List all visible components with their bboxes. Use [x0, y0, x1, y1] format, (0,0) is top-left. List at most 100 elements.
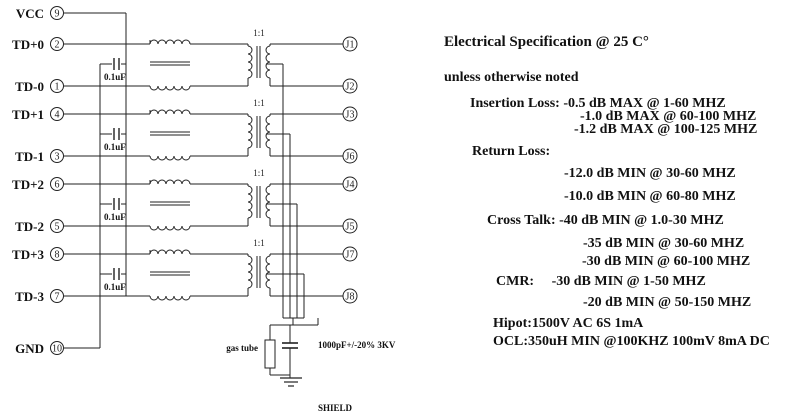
winding: [265, 115, 271, 149]
filter-cap-label: 0.1uF: [104, 142, 126, 152]
pin-label: TD+2: [12, 177, 44, 192]
output-j7: J7: [342, 246, 358, 262]
wiring: [64, 12, 319, 378]
channel-2: 0.1uF 1:1: [64, 168, 343, 318]
gas-tube-label: gas tube: [226, 343, 258, 353]
ocl-spec: OCL:350uH MIN @100KHZ 100mV 8mA DC: [493, 334, 770, 349]
pin-label: VCC: [16, 6, 44, 21]
winding: [247, 115, 253, 149]
pin-label: TD+0: [12, 37, 44, 52]
filter-cap-label: 0.1uF: [104, 72, 126, 82]
pin-label: TD+3: [12, 247, 44, 262]
pin-circle: [50, 37, 64, 51]
pin-circle: [50, 341, 64, 355]
output-j1: J1: [342, 36, 358, 52]
winding: [247, 255, 253, 289]
output-label: J5: [346, 222, 355, 233]
cross-talk-line-1: Cross Talk: -40 dB MIN @ 1.0-30 MHZ: [487, 213, 724, 228]
pin-tdplus3: TD+3 8: [12, 247, 64, 262]
winding: [149, 179, 191, 185]
pin-circle: [50, 6, 64, 20]
pin-circle: [50, 107, 64, 121]
cross-talk-line-2: -35 dB MIN @ 30-60 MHZ: [583, 236, 745, 251]
output-label: J4: [346, 180, 355, 191]
spec-title: Electrical Specification @ 25 C°: [444, 34, 649, 50]
shield-label: SHIELD: [318, 403, 353, 413]
pin-tdplus1: TD+1 4: [12, 107, 64, 122]
winding: [149, 225, 191, 231]
ratio-label: 1:1: [253, 98, 265, 108]
winding: [149, 109, 191, 115]
filter-cap-label: 0.1uF: [104, 212, 126, 222]
output-j5: J5: [342, 218, 358, 234]
insertion-loss-line-1: Insertion Loss: -0.5 dB MAX @ 1-60 MHZ: [470, 96, 726, 111]
hv-capacitor-label: 1000pF+/-20% 3KV: [318, 340, 396, 350]
cmr-line-2: -20 dB MIN @ 50-150 MHZ: [583, 295, 752, 310]
winding: [149, 39, 191, 45]
return-loss-line-2: -10.0 dB MIN @ 60-80 MHZ: [564, 189, 736, 204]
pin-circle: [50, 177, 64, 191]
cmr-line-1: CMR: -30 dB MIN @ 1-50 MHZ: [496, 274, 706, 289]
winding: [247, 45, 253, 79]
pin-circle: [50, 219, 64, 233]
pin-number: 8: [55, 250, 60, 261]
pin-number: 6: [55, 180, 60, 191]
winding: [149, 155, 191, 161]
spec-subtitle: unless otherwise noted: [444, 70, 579, 85]
pin-number: 2: [55, 40, 60, 51]
filter-cap-label: 0.1uF: [104, 282, 126, 292]
ratio-label: 1:1: [253, 168, 265, 178]
pin-label: TD-2: [15, 219, 44, 234]
winding: [265, 185, 271, 219]
output-label: J7: [346, 250, 355, 261]
return-loss-line-1: -12.0 dB MIN @ 30-60 MHZ: [564, 166, 736, 181]
output-j2: J2: [342, 78, 358, 94]
output-label: J6: [346, 152, 355, 163]
pin-vcc: VCC 9: [16, 6, 64, 21]
pin-circle: [50, 79, 64, 93]
pin-number: 3: [55, 152, 60, 163]
output-j8: J8: [342, 288, 358, 304]
gas-tube: [264, 339, 276, 369]
output-label: J1: [346, 40, 355, 51]
pin-gnd: GND 10: [15, 341, 64, 356]
pin-circle: [50, 149, 64, 163]
return-loss-heading: Return Loss:: [472, 144, 551, 159]
pin-number: 5: [55, 222, 60, 233]
pin-tdminus2: TD-2 5: [15, 219, 64, 234]
pin-label: TD-1: [15, 149, 44, 164]
winding: [265, 255, 271, 289]
channel-3: 0.1uF 1:1: [64, 238, 343, 318]
pin-tdplus0: TD+0 2: [12, 37, 64, 52]
insertion-loss-line-3: -1.2 dB MAX @ 100-125 MHZ: [574, 122, 758, 137]
pin-number: 9: [55, 9, 60, 20]
ratio-label: 1:1: [253, 28, 265, 38]
winding: [149, 85, 191, 91]
shield-network: gas tube 1000pF+/-20% 3KV SHIELD: [226, 325, 396, 413]
ratio-label: 1:1: [253, 238, 265, 248]
output-label: J2: [346, 82, 355, 93]
pin-tdminus1: TD-1 3: [15, 149, 64, 164]
winding: [149, 295, 191, 301]
channel-1: 0.1uF 1:1: [64, 98, 343, 318]
pin-number: 4: [55, 110, 60, 121]
pin-circle: [50, 289, 64, 303]
pin-label: GND: [15, 341, 44, 356]
output-j4: J4: [342, 176, 358, 192]
output-j6: J6: [342, 148, 358, 164]
pin-label: TD-3: [15, 289, 44, 304]
pin-circle: [50, 247, 64, 261]
pin-number: 10: [52, 344, 62, 355]
pin-tdplus2: TD+2 6: [12, 177, 64, 192]
winding: [149, 249, 191, 255]
pin-label: TD+1: [12, 107, 44, 122]
cross-talk-line-3: -30 dB MIN @ 60-100 MHZ: [582, 254, 751, 269]
winding: [247, 185, 253, 219]
winding: [265, 45, 271, 79]
insertion-loss-line-2: -1.0 dB MAX @ 60-100 MHZ: [580, 109, 757, 124]
output-label: J3: [346, 110, 355, 121]
pin-number: 1: [55, 82, 60, 93]
